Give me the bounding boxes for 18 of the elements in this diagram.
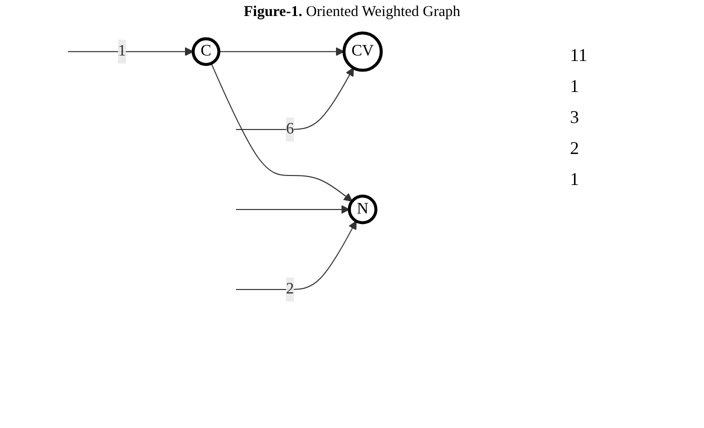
arrow <box>236 205 350 214</box>
arrow <box>236 220 357 290</box>
arrow <box>68 47 194 56</box>
weight-label: 3 <box>570 107 580 128</box>
weight-label: 1 <box>570 76 580 97</box>
edge-label: 2 <box>286 280 294 298</box>
figure-title: Figure-1. Oriented Weighted Graph <box>242 4 462 21</box>
node-circle: N <box>348 194 378 224</box>
weight-label: 2 <box>570 138 580 159</box>
weight-label: 1 <box>570 169 580 190</box>
node-circle: CV <box>342 32 383 72</box>
node-circle: C <box>192 37 220 66</box>
arrow <box>236 67 354 130</box>
arrow <box>210 62 353 202</box>
weight-label: 11 <box>570 45 588 66</box>
edge-label: 6 <box>286 120 294 138</box>
arrow <box>218 47 344 56</box>
edge-label: 1 <box>118 42 126 60</box>
